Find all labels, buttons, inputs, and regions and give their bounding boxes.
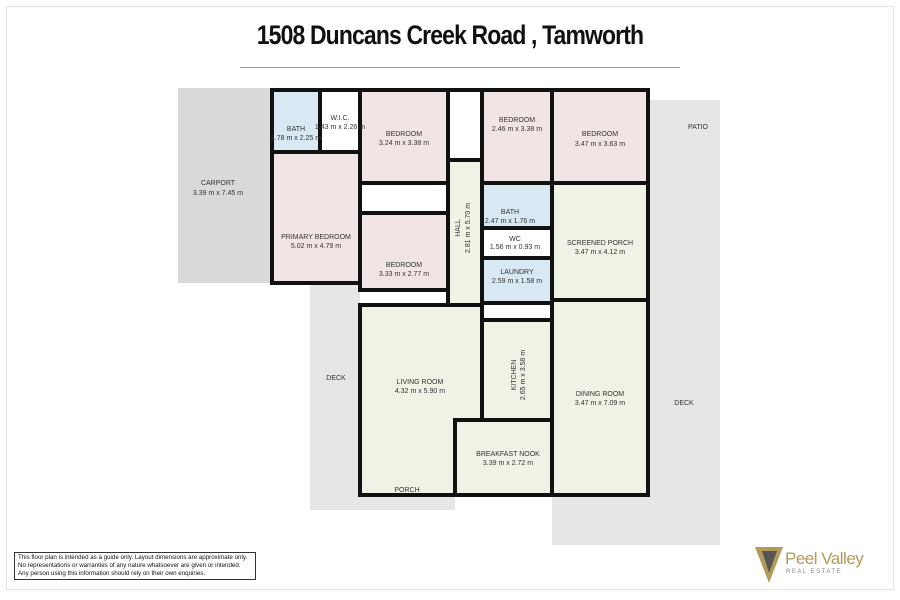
bedroom3-name: BEDROOM — [582, 131, 618, 138]
primary-dim: 5.02 m x 4.79 m — [291, 243, 341, 250]
wic-room — [318, 88, 362, 154]
carport-dim: 3.39 m x 7.45 m — [193, 190, 243, 197]
nook-name: BREAKFAST NOOK — [476, 451, 540, 458]
screened-porch-room — [550, 181, 650, 302]
logo-v-mark-icon — [755, 547, 783, 583]
outdoor-areas — [178, 88, 720, 545]
disclaimer-line: This floor plan is intended as a guide o… — [18, 554, 248, 561]
bedroom2-room — [480, 88, 554, 185]
laundry-name: LAUNDRY — [500, 269, 534, 276]
patio-area — [648, 100, 720, 220]
bedroom3-dim: 3.47 m x 3.63 m — [575, 141, 625, 148]
hall-name: HALL — [455, 219, 462, 237]
wc-dim: 1.56 m x 0.93 m — [490, 244, 540, 251]
deck-right-area — [648, 220, 720, 545]
nook-dim: 3.39 m x 2.72 m — [483, 460, 533, 467]
bedroom4-room — [358, 211, 450, 292]
screened-porch-dim: 3.47 m x 4.12 m — [575, 249, 625, 256]
bath2-name: BATH — [501, 209, 519, 216]
wc-name: WC — [509, 236, 521, 243]
disclaimer-line: No representations or warranties of any … — [18, 562, 241, 569]
dining-dim: 3.47 m x 7.09 m — [575, 400, 625, 407]
bedroom1-name: BEDROOM — [386, 131, 422, 138]
primary-bedroom-room — [270, 150, 362, 285]
porch-area — [360, 495, 455, 510]
page-title: 1508 Duncans Creek Road , Tamworth — [256, 20, 644, 50]
disclaimer-line: Any person using this information should… — [18, 570, 206, 577]
carport-area — [178, 88, 272, 283]
disclaimer-box: This floor plan is intended as a guide o… — [14, 552, 256, 580]
logo-name: Peel Valley — [785, 549, 864, 568]
wic-name: W.I.C. — [330, 115, 349, 122]
kitchen-dim: 2.65 m x 3.58 m — [520, 350, 527, 400]
kitchen-room — [480, 318, 554, 422]
bath2-dim: 2.47 m x 1.76 m — [485, 218, 535, 225]
bedroom1-dim: 3.24 m x 3.38 m — [379, 140, 429, 147]
bedroom3-room — [550, 88, 650, 185]
primary-name: PRIMARY BEDROOM — [281, 234, 351, 241]
screened-porch-name: SCREENED PORCH — [567, 240, 633, 247]
deck-left-name: DECK — [326, 375, 346, 382]
bedroom2-name: BEDROOM — [499, 117, 535, 124]
title-divider — [240, 67, 680, 68]
deck-left-area — [310, 283, 360, 510]
carport-name: CARPORT — [201, 180, 236, 187]
bath1-room — [270, 88, 322, 154]
bath1-name: BATH — [287, 126, 305, 133]
room-labels: CARPORT 3.39 m x 7.45 m BATH 1.78 m x 2.… — [193, 115, 709, 494]
closet — [446, 88, 484, 162]
peel-valley-logo: Peel Valley REAL ESTATE — [755, 545, 885, 585]
page-frame — [6, 6, 894, 590]
patio-name: PATIO — [688, 124, 709, 131]
wc-room — [480, 226, 554, 260]
laundry-dim: 2.59 m x 1.58 m — [492, 278, 542, 285]
dining-room — [550, 298, 650, 497]
bedroom2-dim: 2.46 m x 3.38 m — [492, 126, 542, 133]
living-dim: 4.32 m x 5.90 m — [395, 388, 445, 395]
deck-right-name: DECK — [674, 400, 694, 407]
bath1-dim: 1.78 m x 2.25 m — [271, 135, 321, 142]
bedroom4-name: BEDROOM — [386, 262, 422, 269]
porch-name: PORCH — [394, 487, 419, 494]
bedroom4-dim: 3.33 m x 2.77 m — [379, 271, 429, 278]
deck-bottom-area — [552, 495, 648, 545]
living-name: LIVING ROOM — [397, 379, 444, 386]
kitchen-name: KITCHEN — [511, 360, 518, 391]
logo-subtitle: REAL ESTATE — [786, 569, 843, 575]
hall-dim: 2.81 m x 5.70 m — [465, 203, 472, 253]
wic-dim: 1.43 m x 2.26 m — [315, 124, 365, 131]
rooms — [270, 88, 650, 497]
dining-name: DINING ROOM — [576, 391, 624, 398]
